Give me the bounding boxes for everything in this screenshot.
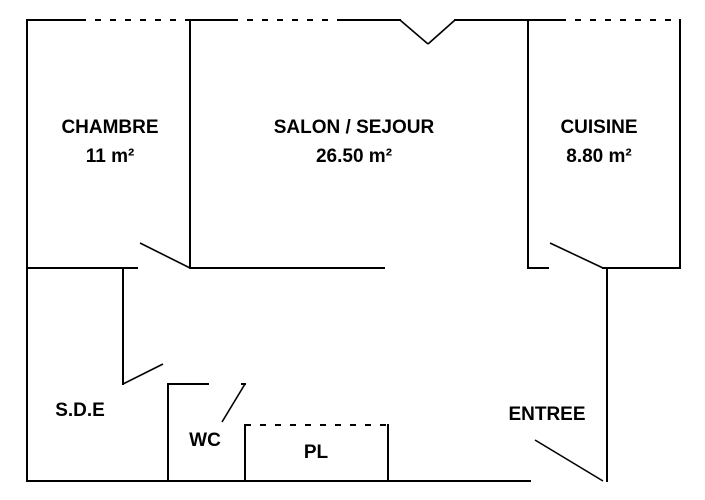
label-entree: ENTREE — [508, 404, 585, 425]
label-cuisine-name: CUISINE — [560, 117, 637, 138]
label-cuisine-area: 8.80 m² — [566, 146, 631, 167]
label-pl: PL — [304, 442, 329, 463]
door-sde — [122, 363, 164, 385]
label-chambre-name: CHAMBRE — [61, 117, 158, 138]
label-salon-name: SALON / SEJOUR — [274, 117, 435, 138]
door-entree — [534, 439, 604, 482]
door-chambre — [139, 242, 191, 269]
label-salon-area: 26.50 m² — [316, 146, 392, 167]
label-chambre-area: 11 m² — [86, 146, 135, 167]
balcony-door-left — [399, 19, 429, 45]
label-sde: S.D.E — [55, 400, 105, 421]
door-wc — [221, 383, 246, 423]
balcony-door-right — [427, 19, 456, 45]
label-wc: WC — [189, 430, 221, 451]
door-cuisine — [549, 242, 604, 269]
